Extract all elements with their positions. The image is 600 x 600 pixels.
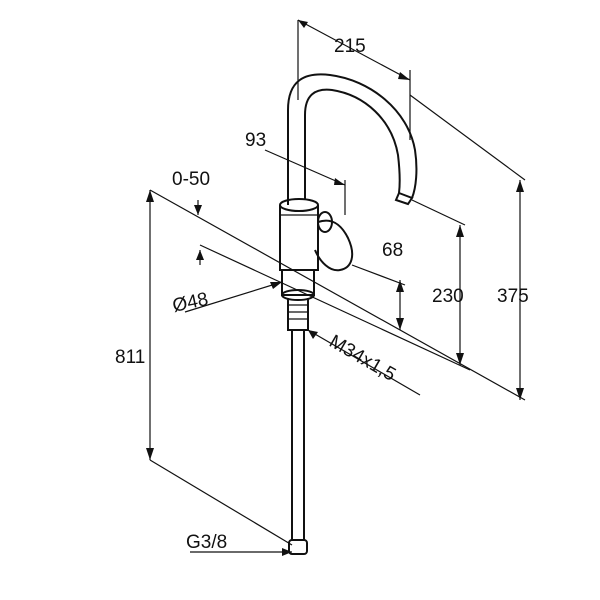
- label-d48: Ø48: [171, 289, 211, 317]
- lever-handle: [314, 219, 354, 272]
- arrow-375-top: [516, 180, 524, 192]
- spout-outer: [287, 73, 418, 205]
- arrow-g38: [282, 548, 292, 556]
- faucet-outline: [279, 73, 418, 555]
- body-top: [279, 198, 319, 212]
- arrow-230-bottom: [456, 353, 464, 365]
- threaded-shank: [287, 298, 309, 331]
- arrow-375-bottom: [516, 388, 524, 400]
- spout-nozzle: [394, 191, 414, 206]
- arrow-811-top: [146, 190, 154, 202]
- label-811: 811: [115, 347, 145, 368]
- body-cylinder: [279, 205, 319, 271]
- arrow-0-50-bottom: [196, 250, 204, 260]
- arrow-215-left: [298, 20, 308, 28]
- arrow-68-bottom: [396, 318, 404, 330]
- dimension-lines: [149, 19, 526, 553]
- label-0-50: 0-50: [172, 169, 210, 190]
- label-230: 230: [432, 286, 464, 307]
- spout-inner: [304, 88, 401, 200]
- dimension-labels: 215 93 0-50 68 230 375 Ø48 811 M34x1,5 G…: [115, 36, 529, 553]
- leader-m34: [307, 329, 421, 396]
- label-215: 215: [334, 36, 366, 57]
- dim-93: [264, 149, 346, 186]
- leader-d48: [184, 281, 283, 313]
- arrow-d48: [270, 282, 282, 289]
- hose-connector: [288, 539, 308, 555]
- label-g38: G3/8: [186, 532, 227, 553]
- ext-68-top: [351, 264, 406, 286]
- arrow-230-top: [456, 225, 464, 237]
- dimension-arrows: [146, 20, 524, 556]
- lever-cap: [317, 211, 333, 233]
- arrow-93: [334, 178, 345, 185]
- ext-811-bottom: [149, 459, 293, 546]
- arrow-68-top: [396, 280, 404, 292]
- ext-230-top: [411, 199, 466, 226]
- label-93: 93: [245, 130, 266, 151]
- ext-375-top: [409, 94, 526, 181]
- arrow-215-right: [398, 72, 410, 80]
- label-68: 68: [382, 240, 403, 261]
- label-375: 375: [497, 286, 529, 307]
- arrow-811-bottom: [146, 448, 154, 460]
- countertop-line-lower: [199, 244, 471, 371]
- dim-215: [297, 19, 411, 81]
- countertop-line: [149, 189, 526, 401]
- arrow-0-50-top: [194, 205, 202, 215]
- arrow-m34: [308, 330, 318, 339]
- label-m34: M34x1,5: [326, 331, 400, 386]
